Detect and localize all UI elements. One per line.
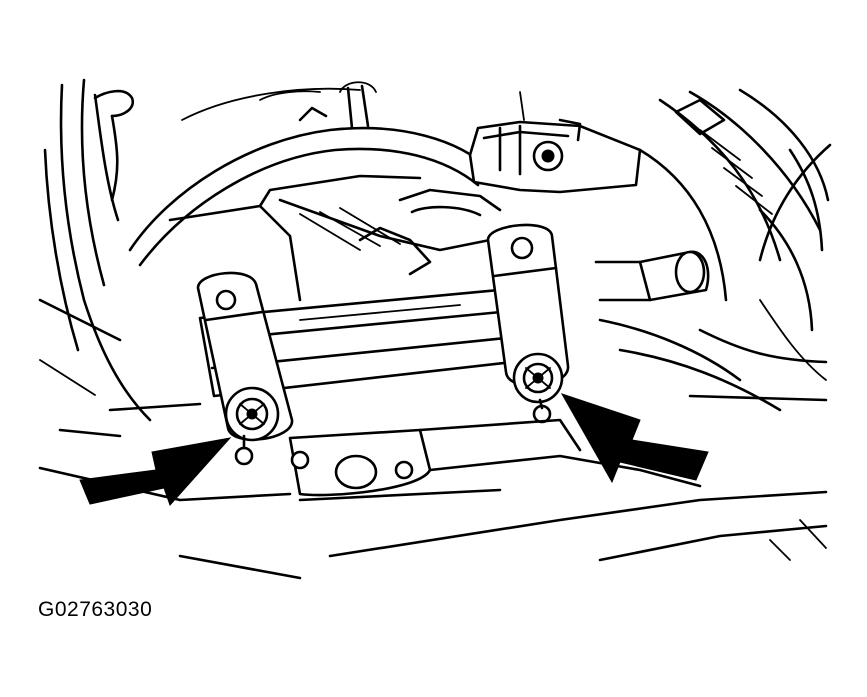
right-bolt [532, 372, 544, 384]
left-bolt [246, 408, 258, 420]
fuel-rail [198, 286, 532, 398]
background-structure [38, 78, 832, 422]
right-bolt-arrow [560, 393, 709, 484]
lower-plate [38, 402, 828, 580]
right-mounting-bracket [486, 223, 570, 424]
left-bolt-arrow [79, 437, 232, 506]
figure-id-label: G02763030 [38, 598, 153, 621]
